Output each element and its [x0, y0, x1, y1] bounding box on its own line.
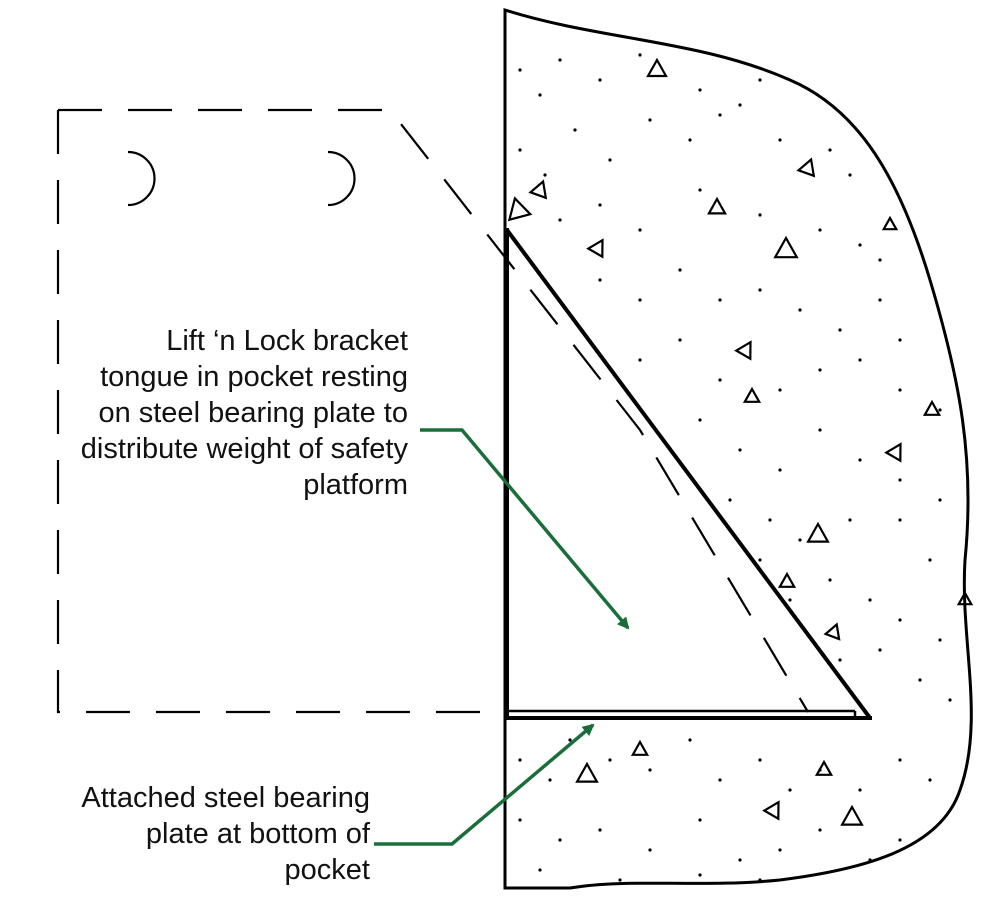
- bracket-callout-line-3: on steel bearing plate to: [98, 397, 408, 429]
- plate-callout-line-1: Attached steel bearing: [81, 782, 370, 814]
- bracket-callout-label: Lift ‘n Lock bracket tongue in pocket re…: [0, 323, 408, 503]
- bracket-hook-holes: [127, 150, 356, 207]
- pocket-edges: [505, 228, 872, 720]
- bracket-callout-leader: [420, 428, 630, 630]
- concrete-aggregate: [507, 57, 974, 826]
- bracket-callout-line-1: Lift ‘n Lock bracket: [166, 325, 408, 357]
- bracket-callout-line-2: tongue in pocket resting: [100, 361, 408, 393]
- plate-callout-line-2: plate at bottom of: [145, 818, 370, 850]
- bracket-outline-dashed: [56, 108, 809, 714]
- bracket-callout-line-5: platform: [303, 469, 408, 501]
- plate-callout-label: Attached steel bearing plate at bottom o…: [0, 780, 370, 888]
- plate-callout-leader: [374, 723, 595, 846]
- bracket-callout-line-4: distribute weight of safety: [80, 433, 408, 465]
- plate-callout-line-3: pocket: [284, 854, 370, 886]
- concrete-speckles: [518, 53, 952, 882]
